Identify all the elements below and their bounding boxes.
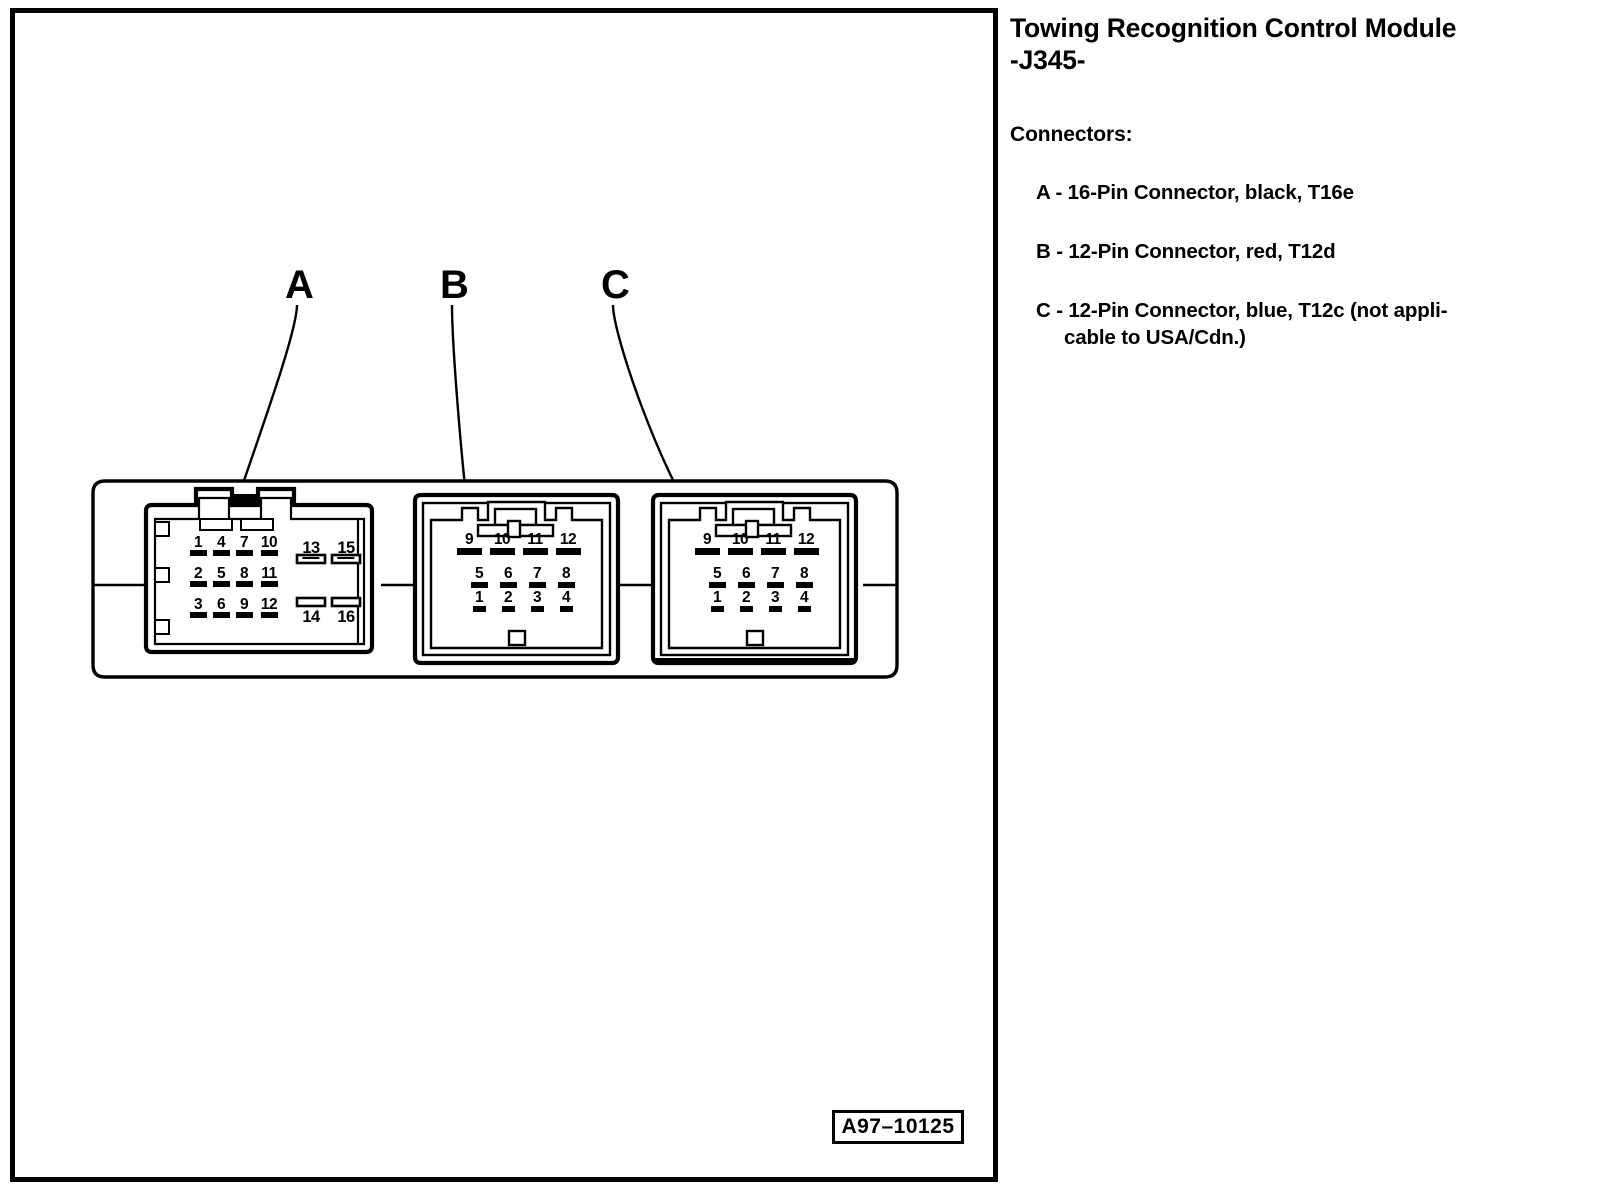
- connector-legend-b-text: B - 12-Pin Connector, red, T12d: [1036, 239, 1336, 263]
- connector-b-pin-label-7: 7: [532, 565, 542, 584]
- callout-label-a: A: [285, 263, 314, 307]
- connector-c-pin-label-5: 5: [712, 565, 722, 584]
- pin-label-2: 2: [193, 565, 203, 584]
- connector-c-pin-label-6: 6: [741, 565, 751, 584]
- connector-c-pin-label-2: 2: [741, 589, 751, 608]
- pin-label-1: 1: [193, 534, 203, 553]
- pin-label-10: 10: [260, 534, 278, 553]
- connector-b-pin-label-3: 3: [532, 589, 542, 608]
- connector-legend-c: C - 12-Pin Connector, blue, T12c (not ap…: [1036, 297, 1590, 351]
- pin-label-5: 5: [216, 565, 226, 584]
- connector-legend-a-text: A - 16-Pin Connector, black, T16e: [1036, 180, 1354, 204]
- pin-label-13: 13: [302, 539, 320, 559]
- connectors-heading: Connectors:: [1010, 122, 1133, 146]
- connector-c-pin-label-7: 7: [770, 565, 780, 584]
- connector-c-pin-label-8: 8: [799, 565, 809, 584]
- connector-c-pin-label-3: 3: [770, 589, 780, 608]
- pin-label-3: 3: [193, 596, 203, 615]
- legend-text-column: Towing Recognition Control Module -J345-…: [1010, 12, 1590, 351]
- pin-label-9: 9: [239, 596, 249, 615]
- pin-label-14: 14: [302, 608, 320, 626]
- figure-id-plate: A97–10125: [832, 1110, 964, 1144]
- connector-c-pin-label-9: 9: [702, 531, 712, 550]
- pin-label-16: 16: [337, 608, 355, 626]
- connector-legend-c-continuation: cable to USA/Cdn.): [1064, 325, 1246, 349]
- connector-b-pin-label-8: 8: [561, 565, 571, 584]
- pin-label-6: 6: [216, 596, 226, 615]
- pin-label-11: 11: [261, 565, 277, 584]
- connector-b-pin-label-4: 4: [561, 589, 571, 608]
- pin-label-12: 12: [260, 596, 278, 615]
- page-title: Towing Recognition Control Module -J345-: [1010, 13, 1457, 76]
- connector-b-pin-label-6: 6: [503, 565, 513, 584]
- pin-label-15: 15: [337, 539, 355, 559]
- connector-b-pin-label-9: 9: [464, 531, 474, 550]
- connector-c-pin-label-10: 10: [731, 531, 749, 550]
- callout-label-b: B: [440, 263, 469, 307]
- connector-legend-c-text: C - 12-Pin Connector, blue, T12c (not ap…: [1036, 298, 1448, 322]
- connector-b-pin-label-12: 12: [559, 531, 577, 550]
- connector-b-pin-label-1: 1: [474, 589, 484, 608]
- connector-b-pin-label-10: 10: [493, 531, 511, 550]
- pin-label-4: 4: [216, 534, 226, 553]
- pin-label-7: 7: [239, 534, 249, 553]
- connector-c-pin-label-4: 4: [799, 589, 809, 608]
- callout-label-c: C: [601, 263, 630, 307]
- connector-c-pin-label-11: 11: [765, 531, 781, 550]
- connector-c-pin-label-1: 1: [712, 589, 722, 608]
- connector-legend-b: B - 12-Pin Connector, red, T12d: [1036, 238, 1590, 265]
- connector-legend-a: A - 16-Pin Connector, black, T16e: [1036, 179, 1590, 206]
- connector-c-pin-label-12: 12: [797, 531, 815, 550]
- connector-b-pin-label-2: 2: [503, 589, 513, 608]
- connector-b-pin-label-5: 5: [474, 565, 484, 584]
- connector-b-pin-label-11: 11: [527, 531, 543, 550]
- pin-label-8: 8: [239, 565, 249, 584]
